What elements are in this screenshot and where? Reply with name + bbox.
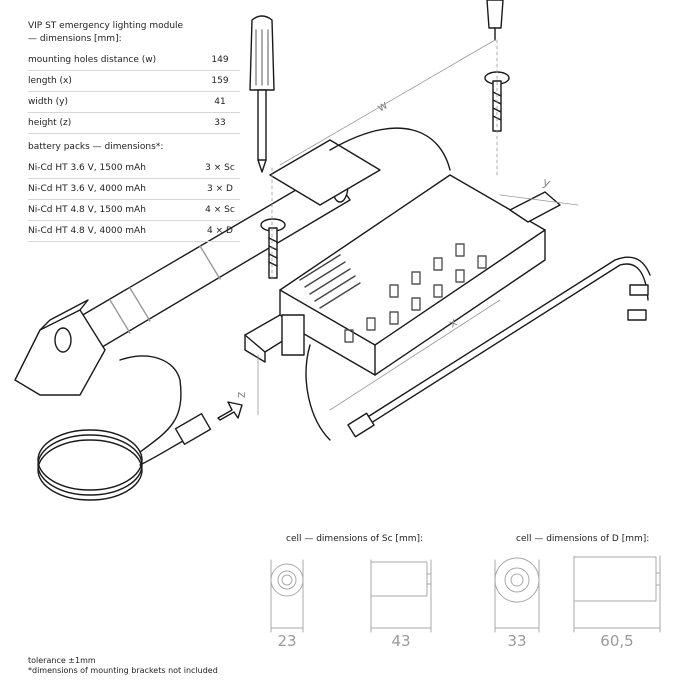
battery-row: Ni-Cd HT 4.8 V, 4000 mAh 4 × D (28, 221, 240, 242)
spec-title: VIP ST emergency lighting module — dimen… (28, 20, 240, 46)
screwdriver-right (486, 0, 504, 41)
lighting-module (244, 174, 561, 376)
tolerance-note: tolerance ±1mm (28, 656, 96, 665)
dimension-row: mounting holes distance (w) 149 (28, 50, 240, 71)
d-length-value: 60,5 (600, 632, 634, 650)
axis-label-x: x (446, 315, 459, 331)
battery-connector (174, 401, 243, 445)
footer: tolerance ±1mm *dimensions of mounting b… (28, 656, 218, 676)
sc-diameter-value: 23 (277, 632, 297, 650)
dimension-row: length (x) 159 (28, 71, 240, 92)
axis-label-z: z (234, 392, 248, 398)
cell-sc-side (370, 559, 432, 633)
spec-title-line2: — dimensions [mm]: (28, 34, 122, 44)
dimension-row: width (y) 41 (28, 92, 240, 113)
battery-title: battery packs — dimensions*: (28, 142, 164, 152)
screw-left (260, 218, 286, 279)
cell-sc-front (270, 559, 304, 633)
d-cell-title: cell — dimensions of D [mm]: (516, 534, 650, 544)
sc-length-value: 43 (391, 632, 411, 650)
d-diameter-value: 33 (507, 632, 527, 650)
screwdriver-left (249, 15, 275, 173)
spec-title-line1: VIP ST emergency lighting module (28, 21, 184, 31)
brackets-note: *dimensions of mounting brackets not inc… (28, 666, 218, 675)
axis-label-y: y (541, 175, 552, 191)
coiled-cable (37, 355, 186, 501)
spec-table: VIP ST emergency lighting module — dimen… (28, 20, 240, 242)
dimension-row: height (z) 33 (28, 113, 240, 134)
cell-d-front (494, 557, 540, 633)
indicator-cable (305, 256, 651, 441)
battery-row: Ni-Cd HT 3.6 V, 4000 mAh 3 × D (28, 179, 240, 200)
dimension-lines (257, 39, 579, 416)
battery-row: Ni-Cd HT 3.6 V, 1500 mAh 3 × Sc (28, 158, 240, 179)
axis-label-w: w (375, 97, 391, 114)
sc-cell-title: cell — dimensions of Sc [mm]: (286, 534, 424, 544)
battery-row: Ni-Cd HT 4.8 V, 1500 mAh 4 × Sc (28, 200, 240, 221)
cell-d-side (573, 555, 661, 633)
